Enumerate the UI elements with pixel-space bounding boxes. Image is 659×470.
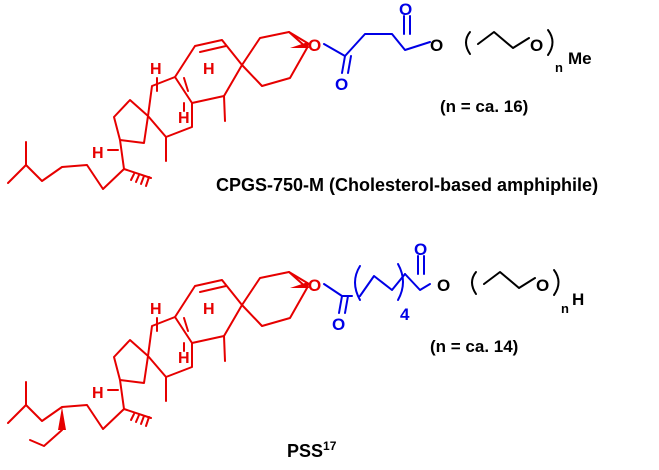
repeat-note: (n = ca. 14)	[430, 337, 518, 356]
hydrogen-label: H	[92, 145, 104, 162]
hydrogen-label: H	[178, 110, 190, 127]
adipate-linker: 4 O O	[323, 240, 431, 334]
hydrogen-label: H	[150, 301, 162, 318]
reference-superscript: 17	[323, 439, 337, 453]
spacer-index: 4	[400, 305, 410, 324]
hydrogen-label: H	[178, 350, 190, 367]
structure-name: PSS17	[287, 439, 337, 461]
repeat-note: (n = ca. 16)	[440, 97, 528, 116]
ester-oxygen-label: O	[308, 276, 321, 295]
hydrogen-label: H	[203, 61, 215, 78]
repeat-index: n	[561, 301, 569, 316]
succinate-linker: O O	[323, 0, 431, 94]
cholesterol-core: H H H H O	[7, 31, 321, 190]
carbonyl-oxygen-label: O	[335, 75, 348, 94]
repeat-index: n	[555, 60, 563, 75]
peg-chain: O O n Me	[430, 29, 592, 75]
hydrogen-label: H	[203, 301, 215, 318]
ester-oxygen-label: O	[437, 276, 450, 295]
structure-name-main: PSS	[287, 441, 323, 461]
terminal-group: H	[572, 290, 584, 309]
terminal-group: Me	[568, 49, 592, 68]
structure-cpgs-750-m: H H H H O O O O O n Me (n = ca. 16) CPGS…	[7, 0, 598, 195]
carbonyl-oxygen-label: O	[399, 0, 412, 19]
structure-pss: H H H H O 4 O O O O n H	[7, 240, 584, 461]
ether-oxygen-label: O	[536, 276, 549, 295]
ester-oxygen-label: O	[430, 36, 443, 55]
peg-chain: O O n H	[437, 269, 584, 316]
carbonyl-oxygen-label: O	[414, 240, 427, 259]
ester-oxygen-label: O	[308, 36, 321, 55]
hydrogen-label: H	[92, 385, 104, 402]
hydrogen-label: H	[150, 61, 162, 78]
carbonyl-oxygen-label: O	[332, 315, 345, 334]
sitosterol-core: H H H H O	[7, 271, 321, 447]
ether-oxygen-label: O	[530, 36, 543, 55]
structure-name: CPGS-750-M (Cholesterol-based amphiphile…	[216, 175, 598, 195]
